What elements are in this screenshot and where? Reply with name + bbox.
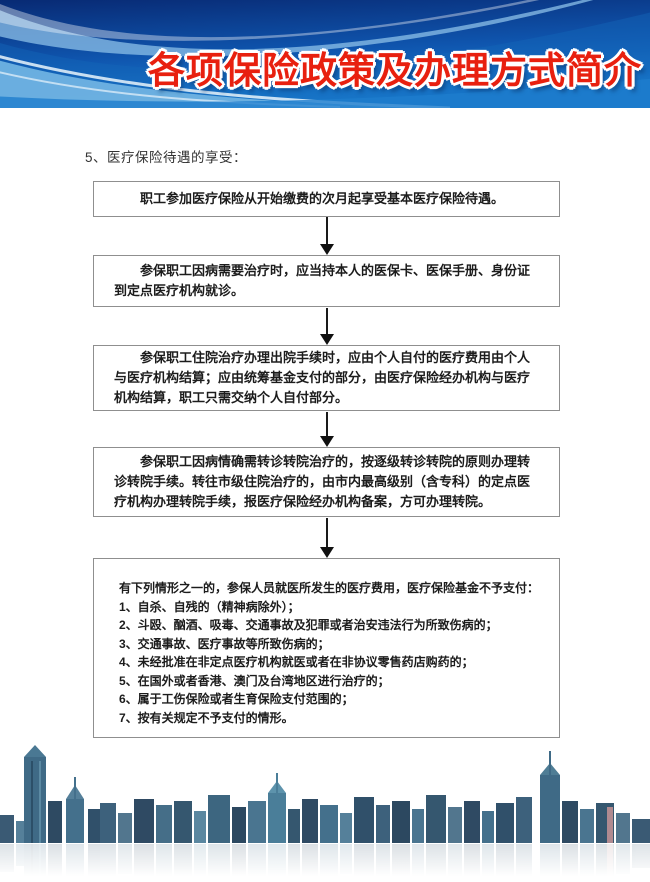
flow-step-2-text: 参保职工因病需要治疗时，应当持本人的医保卡、医保手册、身份证到定点医疗机构就诊。 <box>114 263 531 298</box>
exclusions-intro: 有下列情形之一的，参保人员就医所发生的医疗费用，医疗保险基金不予支付： <box>119 581 540 595</box>
flow-step-1-text: 职工参加医疗保险从开始缴费的次月起享受基本医疗保险待遇。 <box>140 191 505 206</box>
flow-step-4: 参保职工因病情确需转诊转院治疗的，按逐级转诊转院的原则办理转诊转院手续。转往市级… <box>93 447 560 517</box>
exclusion-item: 5、在国外或者香港、澳门及台湾地区进行治疗的； <box>119 673 390 688</box>
city-skyline-graphic <box>0 745 650 882</box>
exclusion-item: 7、按有关规定不予支付的情形。 <box>119 710 294 725</box>
header-banner: 各项保险政策及办理方式简介 <box>0 0 650 108</box>
flow-step-4-text: 参保职工因病情确需转诊转院治疗的，按逐级转诊转院的原则办理转诊转院手续。转往市级… <box>114 454 531 509</box>
arrow-down-icon <box>320 518 334 558</box>
page-title: 各项保险政策及办理方式简介 <box>148 50 642 91</box>
flow-step-1: 职工参加医疗保险从开始缴费的次月起享受基本医疗保险待遇。 <box>93 181 560 217</box>
exclusion-item: 4、未经批准在非定点医疗机构就医或者在非协议零售药店购药的； <box>119 655 474 669</box>
arrow-down-icon <box>320 217 334 255</box>
exclusion-item: 6、属于工伤保险或者生育保险支付范围的； <box>119 692 354 706</box>
exclusion-item: 1、自杀、自残的（精神病除外）； <box>119 599 300 614</box>
arrow-down-icon <box>320 308 334 345</box>
flow-step-3: 参保职工住院治疗办理出院手续时，应由个人自付的医疗费用由个人与医疗机构结算；应由… <box>93 345 560 411</box>
flow-step-2: 参保职工因病需要治疗时，应当持本人的医保卡、医保手册、身份证到定点医疗机构就诊。 <box>93 255 560 307</box>
banner-swoosh-graphic <box>0 0 650 108</box>
arrow-down-icon <box>320 412 334 447</box>
flow-step-3-text: 参保职工住院治疗办理出院手续时，应由个人自付的医疗费用由个人与医疗机构结算；应由… <box>114 350 531 405</box>
exclusions-box: 有下列情形之一的，参保人员就医所发生的医疗费用，医疗保险基金不予支付： 1、自杀… <box>93 558 560 738</box>
exclusion-item: 3、交通事故、医疗事故等所致伤病的； <box>119 636 330 651</box>
exclusion-item: 2、斗殴、酗酒、吸毒、交通事故及犯罪或者治安违法行为所致伤病的； <box>119 618 498 632</box>
section-heading: 5、医疗保险待遇的享受： <box>85 150 248 165</box>
